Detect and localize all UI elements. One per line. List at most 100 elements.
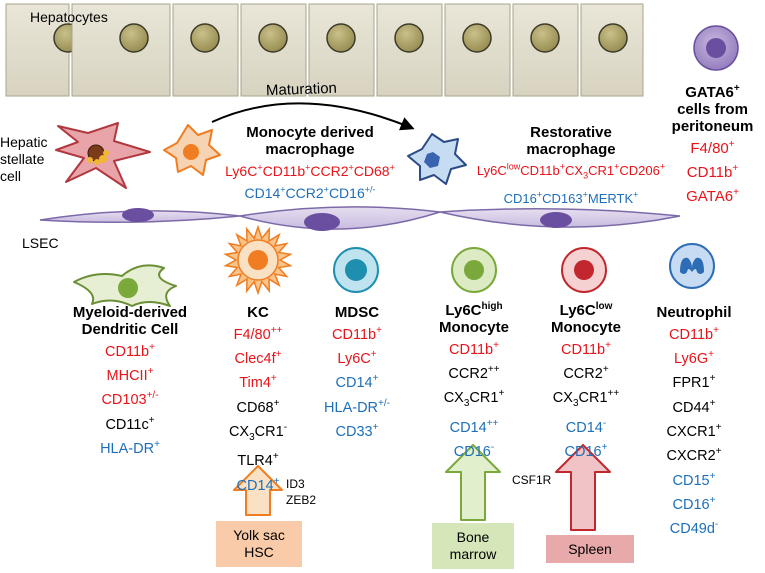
maturation-arrow xyxy=(211,102,415,131)
marker-name: CD206 xyxy=(619,163,660,179)
marker-sub: 3 xyxy=(572,398,579,410)
column-title-text: Monocyte xyxy=(438,319,509,336)
column-marker-line: CD11b+ xyxy=(314,321,400,345)
marker-sup: - xyxy=(490,442,495,454)
bone-marrow-arrow xyxy=(445,444,501,521)
marker-name: CX xyxy=(228,424,250,441)
marker: CD16+ xyxy=(673,495,716,513)
marker: CX3CR1++ xyxy=(553,389,619,410)
column-title-text: Dendritic Cell xyxy=(81,321,179,338)
marker-name: HLA-DR xyxy=(324,399,379,416)
marker-sup: + xyxy=(372,373,379,385)
marker: F4/80+ xyxy=(690,139,734,157)
marker-name: Tim4 xyxy=(239,375,271,392)
marker-name: CD14 xyxy=(236,477,274,494)
restorative-macrophage-icon xyxy=(407,133,467,185)
hepatocyte xyxy=(512,3,579,97)
marker-sub: 3 xyxy=(463,398,470,410)
marker-sup: + xyxy=(709,373,716,385)
marker-sup: + xyxy=(257,162,263,172)
marker: CCR2+ xyxy=(310,162,353,179)
marker-name: CD11c xyxy=(105,416,149,433)
marker: CD11c+ xyxy=(105,415,154,433)
marker-sup: + xyxy=(715,422,722,434)
marker: CXCR2+ xyxy=(667,446,722,465)
restorative-title: Restorative xyxy=(530,124,612,141)
marker: CD163+ xyxy=(542,189,588,206)
marker-name: F4/80 xyxy=(233,326,271,343)
marker: CD68+ xyxy=(354,162,395,179)
monocyte-derived-macrophage-icon xyxy=(163,124,221,176)
column-marker-line: TLR4+ xyxy=(210,448,306,472)
gata6-title-sup: + xyxy=(733,83,740,94)
marker-sup: + xyxy=(273,397,280,409)
marker-name: CCR2 xyxy=(310,162,349,179)
marker-sup: + xyxy=(372,422,379,434)
restorative-markers-1: Ly6ClowCD11b+CX3CR1+CD206+ xyxy=(460,158,682,186)
marker-name: Ly6C xyxy=(225,162,258,179)
marker: MHCII+ xyxy=(107,366,154,384)
column-marker-line: CX3CR1++ xyxy=(536,385,636,414)
marker-sup: + xyxy=(273,475,280,487)
hepatocyte-row xyxy=(5,3,644,97)
marker: HLA-DR+ xyxy=(100,439,160,457)
marker: CD11b+ xyxy=(449,340,499,358)
marker-name: CX xyxy=(565,163,584,179)
column-title-text: Ly6C xyxy=(445,302,482,319)
marker-name: CD14 xyxy=(449,419,487,436)
column-marker-line: Ly6C+ xyxy=(314,345,400,369)
hepatocyte xyxy=(376,3,443,97)
marker-sup: + xyxy=(149,342,155,353)
marker-name: GATA6 xyxy=(686,188,734,205)
marker: Ly6G+ xyxy=(674,349,714,367)
column-marker-line: CD11b+ xyxy=(62,338,198,362)
marker-name: CD14 xyxy=(335,375,373,392)
marker: CX3CR1+ xyxy=(444,389,505,410)
marker-sup: + xyxy=(305,162,311,172)
stellate-label-line: Hepatic xyxy=(0,134,48,150)
marker: CD14+ xyxy=(244,185,285,202)
marker: CD11b+ xyxy=(105,342,155,360)
marker-sup: + xyxy=(659,162,666,172)
stellate-cell-icon xyxy=(55,122,151,189)
marker-name: CD11b xyxy=(520,163,560,179)
marker-sup: + xyxy=(582,189,588,200)
column-marker-line: CD11b+ xyxy=(536,336,636,360)
neutrophil-icon xyxy=(669,243,715,289)
marker: CD11b+ xyxy=(262,162,311,179)
marker-sup: + xyxy=(493,340,499,351)
column-marker-line: F4/80++ xyxy=(210,321,306,345)
marker-name: CXCR1 xyxy=(666,424,716,441)
source-text-line: Yolk sac xyxy=(233,527,285,543)
gata6-marker-line: CD11b+ xyxy=(660,159,765,183)
marker-sup: + xyxy=(715,446,722,458)
marker-sup: + xyxy=(323,184,329,195)
marker: CD33+ xyxy=(336,422,379,440)
marker-name: CD11b xyxy=(262,162,306,179)
marker: CD15+ xyxy=(673,471,716,489)
marker-sup: + xyxy=(602,364,609,376)
csf1r-label: CSF1R xyxy=(512,473,552,487)
hepatocyte xyxy=(580,3,644,97)
marker-sup: +/- xyxy=(364,184,376,195)
maturation-label: Maturation xyxy=(265,79,338,100)
hepatocytes-label: Hepatocytes xyxy=(30,9,108,25)
stellate-label-line: cell xyxy=(0,168,22,184)
marker: CD16+ xyxy=(504,189,543,206)
hepatocyte xyxy=(308,3,375,97)
source-text-line: HSC xyxy=(244,544,274,560)
marker-name: CCR2 xyxy=(448,366,488,383)
column-marker-line: Clec4f+ xyxy=(210,345,306,369)
column-marker-line: CD103+/- xyxy=(62,387,198,411)
source-text-line: Bone xyxy=(456,529,490,545)
marker-sup: + xyxy=(536,189,543,200)
marker-sup: - xyxy=(283,422,288,434)
gata6-marker-line: GATA6+ xyxy=(660,183,765,207)
marker: FPR1+ xyxy=(673,373,716,392)
monocyte-derived-title: macrophage xyxy=(265,141,355,158)
